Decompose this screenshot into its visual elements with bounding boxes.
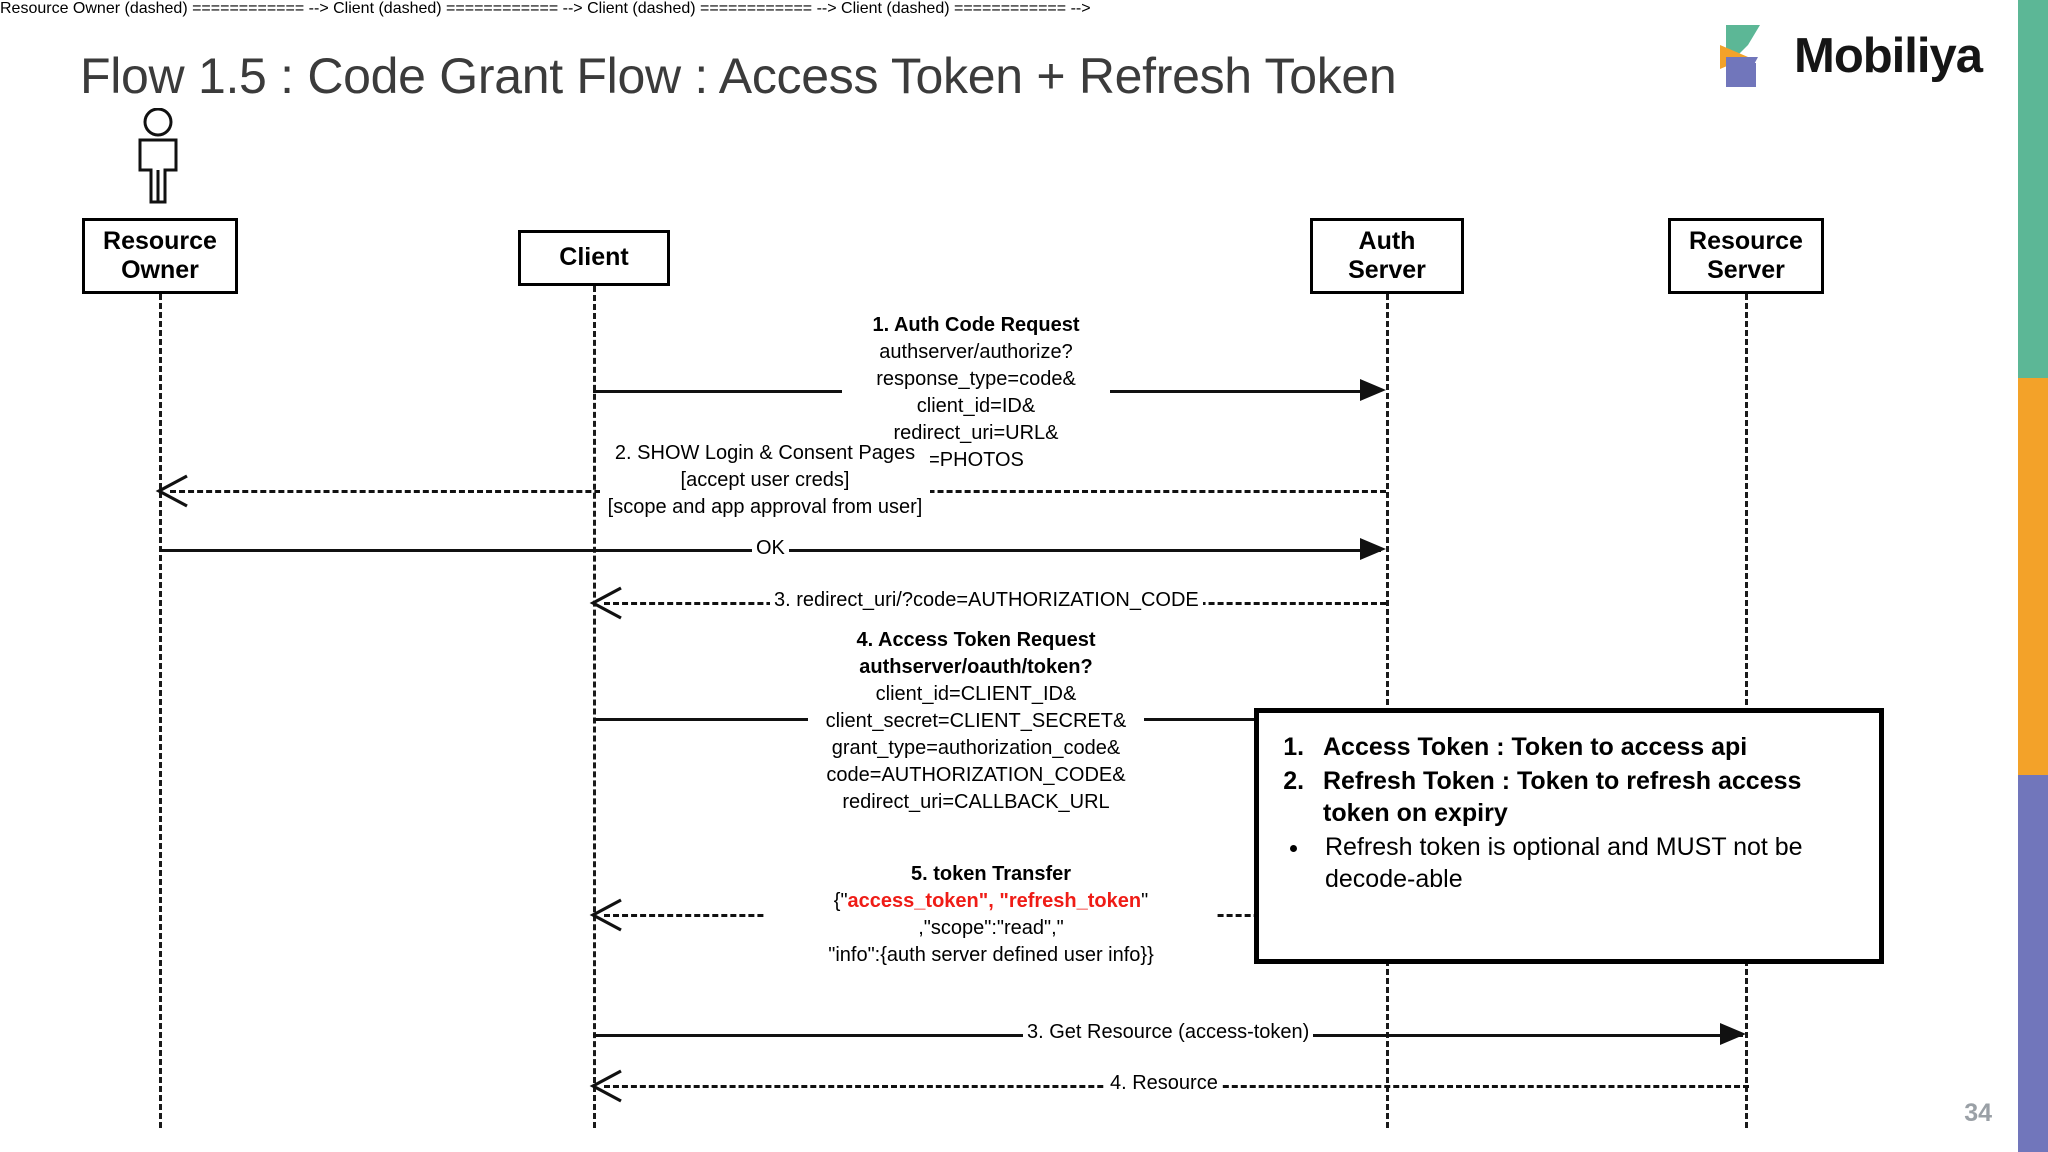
callout-box: Access Token : Token to access api Refre…: [1254, 708, 1884, 964]
message-2-line-2: [accept user creds]: [680, 469, 850, 491]
message-4-line-5: redirect_uri=CALLBACK_URL: [842, 791, 1110, 813]
message-4-text: 4. Access Token Request authserver/oauth…: [808, 627, 1144, 816]
page-title: Flow 1.5 : Code Grant Flow : Access Toke…: [80, 48, 1397, 104]
message-5-line-4: "info":{auth server defined user info}}: [828, 944, 1154, 966]
message-1-arrowhead: [1360, 379, 1386, 401]
callout-ordered-list: Access Token : Token to access api Refre…: [1269, 731, 1863, 829]
lifeline-head-client[interactable]: Client: [518, 230, 670, 286]
message-1-line-2: response_type=code&: [876, 368, 1076, 390]
logo-wordmark: Mobiliya: [1794, 28, 1983, 83]
message-5-tokens: access_token", "refresh_token: [847, 890, 1142, 912]
edge-bar-orange: [2018, 378, 2048, 775]
message-ok-label: OK: [752, 537, 789, 560]
lifeline-label-line2: Server: [1348, 256, 1426, 284]
callout-bullet-list: Refresh token is optional and MUST not b…: [1269, 831, 1863, 895]
lifeline-label-line1: Auth: [1358, 226, 1416, 255]
message-4-title-line2: authserver/oauth/token?: [859, 656, 1093, 678]
slide-number: 34: [1964, 1099, 1992, 1127]
callout-item-2: Refresh Token : Token to refresh access …: [1311, 765, 1863, 829]
logo-mark-icon: [1720, 25, 1760, 87]
lifeline-label-line1: Resource: [1689, 226, 1803, 255]
edge-bar-teal: [2018, 0, 2048, 378]
lifeline-head-resource-owner[interactable]: Resource Owner: [82, 218, 238, 294]
lifeline-resource-owner: [159, 294, 162, 1128]
message-1-text: 1. Auth Code Request authserver/authoriz…: [842, 312, 1110, 474]
message-5-title: 5. token Transfer: [910, 863, 1072, 885]
callout-item-1: Access Token : Token to access api: [1311, 731, 1863, 763]
message-5-arrowhead: [589, 898, 622, 932]
message-4-line-2: client_secret=CLIENT_SECRET&: [825, 710, 1127, 732]
message-1-title: 1. Auth Code Request: [872, 314, 1080, 336]
message-5-text: 5. token Transfer {"access_token", "refr…: [766, 861, 1216, 969]
message-3-label: 3. redirect_uri/?code=AUTHORIZATION_CODE: [770, 589, 1203, 612]
lifeline-label-line1: Client: [559, 243, 629, 272]
message-5-json-close: ": [1141, 890, 1149, 912]
message-2-text: 2. SHOW Login & Consent Pages [accept us…: [600, 440, 930, 521]
callout-subitem-1: Refresh token is optional and MUST not b…: [1311, 831, 1863, 895]
message-7-label: 4. Resource: [1106, 1072, 1222, 1095]
lifeline-label-line2: Server: [1707, 256, 1785, 284]
message-2-arrowhead: [155, 474, 188, 508]
lifeline-label-line1: Resource: [103, 226, 217, 255]
message-6-arrowhead: [1720, 1023, 1746, 1045]
message-4-line-3: grant_type=authorization_code&: [831, 737, 1121, 759]
message-ok-arrowhead: [1360, 538, 1386, 560]
actor-person-icon: [138, 108, 178, 204]
message-3-arrowhead: [589, 586, 622, 620]
message-4-title-line1: 4. Access Token Request: [856, 629, 1096, 651]
edge-bar-purple: [2018, 775, 2048, 1152]
lifeline-client: [593, 286, 596, 1128]
message-2-line-3: [scope and app approval from user]: [607, 496, 923, 518]
lifeline-label-line2: Owner: [121, 256, 199, 284]
lifeline-head-auth-server[interactable]: Auth Server: [1310, 218, 1464, 294]
message-2-line-1: 2. SHOW Login & Consent Pages: [614, 442, 916, 464]
message-5-json-open: {": [833, 890, 848, 912]
message-1-line-3: client_id=ID&: [916, 395, 1036, 417]
message-1-line-4: redirect_uri=URL&: [893, 422, 1059, 444]
message-1-line-1: authserver/authorize?: [879, 341, 1073, 363]
message-1-line-5: =PHOTOS: [928, 449, 1024, 471]
message-6-label: 3. Get Resource (access-token): [1023, 1021, 1314, 1044]
message-4-line-1: client_id=CLIENT_ID&: [875, 683, 1077, 705]
message-4-line-4: code=AUTHORIZATION_CODE&: [826, 764, 1126, 786]
mobiliya-logo: Mobiliya: [1712, 22, 1983, 90]
lifeline-head-resource-server[interactable]: Resource Server: [1668, 218, 1824, 294]
message-7-arrowhead: [589, 1069, 622, 1103]
message-5-line-3: ,"scope":"read",": [918, 917, 1064, 939]
